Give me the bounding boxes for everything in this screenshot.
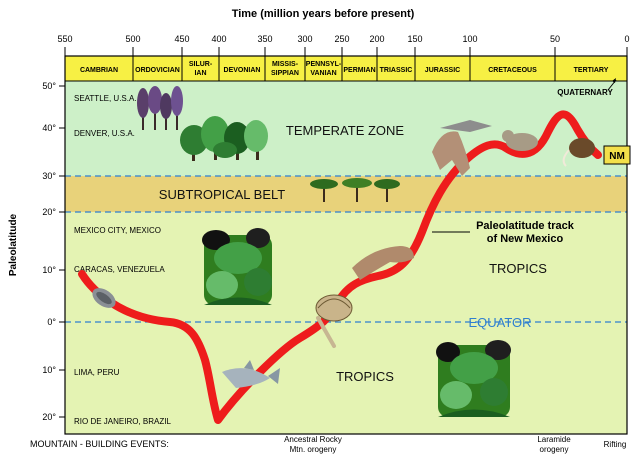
period-label: CRETACEOUS [488,67,537,74]
top-axis-tick-label: 550 [57,34,72,44]
city-caracas: CARACAS, VENEZUELA [74,265,165,274]
top-axis-tick-label: 200 [369,34,384,44]
city-denver: DENVER, U.S.A. [74,129,135,138]
shark-icon [222,360,280,388]
period-cell [181,55,220,82]
top-axis-tick-label: 0 [624,34,629,44]
mammoth-icon [562,138,595,167]
nm-badge [603,145,631,165]
track-label-line-2: of New Mexico [487,233,564,245]
period-label: TERTIARY [574,67,609,74]
city-lima: LIMA, PERU [74,368,120,377]
top-axis-tick-label: 450 [174,34,189,44]
event-ancestral-rocky-2: Mtn. orogeny [290,445,337,454]
period-label: MISSIS- [272,61,299,68]
paleolatitude-axis: 50° 40° 30° 20° 10° 0° 10° 20° [42,81,65,422]
city-seattle: SEATTLE, U.S.A. [74,94,137,103]
y-axis-tick-label: 40° [42,123,56,133]
reptile-icon [352,246,414,280]
period-label: SIPPIAN [271,70,299,77]
acacia-trees-icon [310,178,400,202]
paleolatitude-track [78,110,602,424]
city-rio: RIO DE JANEIRO, BRAZIL [74,417,171,426]
top-axis-tick-label: 350 [257,34,272,44]
y-axis-tick-label: 50° [42,81,56,91]
mountain-events-label: MOUNTAIN - BUILDING EVENTS: [30,439,169,449]
y-axis-label: Paleolatitude [8,213,19,276]
period-label: ORDOVICIAN [135,67,180,74]
conifer-trees-icon [137,86,183,130]
city-mexico-city: MEXICO CITY, MEXICO [74,226,161,235]
diagram-title: Time (million years before present) [232,8,415,20]
top-axis-tick-label: 400 [211,34,226,44]
event-laramide-1: Laramide [537,435,571,444]
top-axis-tick-label: 300 [297,34,312,44]
period-label: CAMBRIAN [80,67,118,74]
top-axis-tick-label: 100 [462,34,477,44]
trilobite-icon [92,288,116,308]
y-axis-tick-label: 10° [42,365,56,375]
jungle-icon [436,340,511,417]
chart-frame [64,55,628,435]
pterosaur-icon [440,120,492,132]
y-axis-tick-label: 10° [42,265,56,275]
city-labels: SEATTLE, U.S.A. DENVER, U.S.A. MEXICO CI… [74,94,171,426]
track-label-line-1: Paleolatitude track [476,220,575,232]
broadleaf-trees-icon [180,116,268,161]
y-axis-tick-label: 0° [47,317,56,327]
crinoid-icon [316,316,336,348]
period-label: JURASSIC [425,67,460,74]
event-laramide-2: orogeny [540,445,569,454]
period-label: DEVONIAN [224,67,261,74]
event-ancestral-rocky-1: Ancestral Rocky [284,435,342,444]
period-label: PERMIAN [343,67,375,74]
top-axis-tick-label: 250 [334,34,349,44]
tropics-band [65,212,627,434]
period-cell [304,55,343,82]
period-cell [264,55,306,82]
period-label: VANIAN [310,70,336,77]
period-label: IAN [194,70,206,77]
period-label: TRIASSIC [380,67,413,74]
y-axis-tick-label: 20° [42,412,56,422]
subtropical-belt-label: SUBTROPICAL BELT [159,187,285,202]
top-axis-tick-label: 150 [407,34,422,44]
equator-label: EQUATOR [468,315,531,330]
ammonite-shell-icon [315,294,353,322]
top-axis-tick-label: 50 [550,34,560,44]
geologic-period-bar: CAMBRIAN ORDOVICIAN SILUR- IAN DEVONIAN MISSI… [64,55,628,82]
nm-badge-label: NM [609,151,625,162]
quaternary-label: QUATERNARY [557,88,613,97]
event-rifting: Rifting [604,440,627,449]
period-label: PENNSYL- [306,61,342,68]
temperate-zone-label: TEMPERATE ZONE [286,123,405,138]
dinosaur-icon [432,131,470,176]
period-label: SILUR- [189,61,213,68]
y-axis-tick-label: 30° [42,171,56,181]
period-cell [414,55,471,82]
jungle-icon [202,228,272,305]
triceratops-icon [502,130,538,151]
tropics-north-label: TROPICS [489,261,547,276]
y-axis-tick-label: 20° [42,207,56,217]
top-axis-tick-label: 500 [125,34,140,44]
tropics-south-label: TROPICS [336,369,394,384]
